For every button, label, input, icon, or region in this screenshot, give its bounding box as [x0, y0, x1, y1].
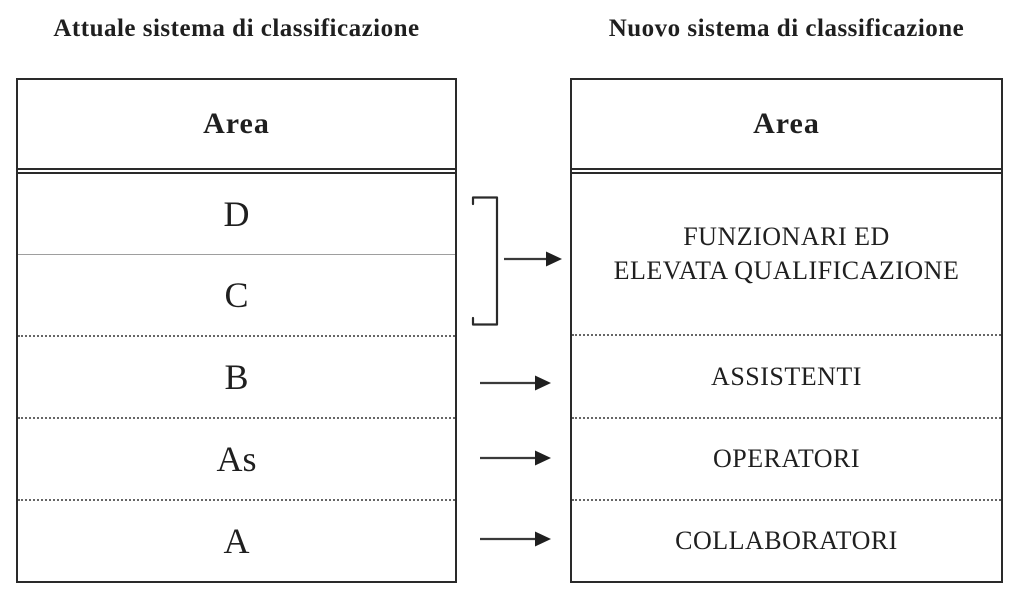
new-system-table: Area FUNZIONARI ED ELEVATA QUALIFICAZION… [570, 78, 1003, 583]
row-area-b: B [18, 337, 455, 419]
row-area-d: D [18, 174, 455, 255]
row-assistenti: ASSISTENTI [572, 336, 1001, 419]
arrow-assistenti-head [535, 375, 551, 391]
current-table-header: Area [18, 80, 455, 174]
current-system-table: Area D C B As A [16, 78, 457, 583]
row-area-as: As [18, 419, 455, 501]
row-funzionari-elevata-qualificazione: FUNZIONARI ED ELEVATA QUALIFICAZIONE [572, 174, 1001, 337]
arrow-funzionari-head [546, 251, 562, 267]
row-area-a: A [223, 521, 250, 561]
arrow-operatori-head [535, 450, 551, 466]
row-area-c: C [18, 255, 455, 337]
row-operatori: OPERATORI [572, 419, 1001, 501]
dc-group-bracket [471, 196, 499, 326]
row-collaboratori: COLLABORATORI [675, 526, 898, 556]
new-table-header: Area [572, 80, 1001, 174]
current-system-title: Attuale sistema di classificazione [53, 15, 420, 42]
arrow-collaboratori-head [535, 531, 551, 547]
new-system-title: Nuovo sistema di classificazione [608, 15, 965, 42]
